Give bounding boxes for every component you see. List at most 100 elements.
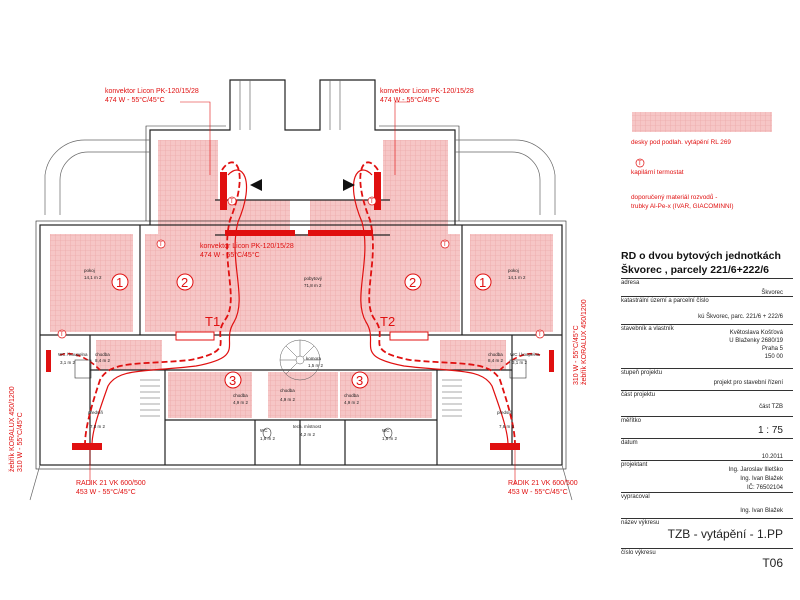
room-pokoj-right-area: 14,1 m 2 <box>508 275 526 280</box>
stair-right <box>442 379 462 417</box>
stupen-label: stupeň projektu <box>621 370 663 376</box>
thermostat-t: T <box>443 242 447 248</box>
stair-left <box>140 379 160 417</box>
room-predsin-right-area: 7,8 m 2 <box>499 424 515 429</box>
leader-lines <box>89 101 516 485</box>
room-pokoj-right: pokoj <box>508 268 519 273</box>
circuit-1-right-icon <box>474 273 492 291</box>
room-chodba-3-left: chodba <box>233 393 248 398</box>
room-predsin-left-area: 7,8 m 2 <box>90 424 106 429</box>
room-chodba-3-right: chodba <box>344 393 359 398</box>
zone-center <box>273 234 355 332</box>
datum-value: 10.2011 <box>761 454 783 460</box>
room-komora-area: 1,5 m 2 <box>308 363 324 368</box>
spec-radiator-bottom-right: 453 W - 55°C/45°C <box>508 488 568 496</box>
bath-right-icon <box>509 359 527 379</box>
label-ladder-left: žebřík KORALUX 450/1200 <box>9 386 16 472</box>
room-predsin-right: předsíň <box>497 410 513 415</box>
block-t2 <box>389 331 429 341</box>
room-chodba-3-left-area: 4,9 m 2 <box>233 400 249 405</box>
bath-left-icon <box>74 359 92 379</box>
room-chodba-right: chodba <box>488 352 503 357</box>
zone-room-2-left <box>145 234 273 332</box>
nazev-value: TZB - vytápění - 1.PP <box>667 527 783 541</box>
adresa-label: adresa <box>621 280 640 286</box>
legend-floor-panels: desky pod podlah. vytápění RL 269 <box>631 139 731 146</box>
circuit-2-left-icon <box>176 273 194 291</box>
stavebnik-v2: U Blaženky 2680/19 <box>729 338 783 344</box>
stairs <box>140 339 462 417</box>
row-vypracoval: vypracoval Ing. Ivan Blažek <box>621 492 793 517</box>
room-tech-area: 4,2 m 2 <box>300 432 316 437</box>
row-katastr: katastrální území a parcelní číslo kú Šk… <box>621 296 793 320</box>
circuit-3-right-icon <box>351 371 369 389</box>
room-wc-koupelna-right-area: 3,1 m 2 <box>512 360 528 365</box>
legend-thermostat-icon <box>635 158 645 168</box>
circuit-markers: 1 2 2 1 3 3 T1 T2 <box>111 273 492 389</box>
projektant-v3: IČ: 76502104 <box>746 485 783 491</box>
circuit-2-left: 2 <box>181 275 188 290</box>
circuit-2-right: 2 <box>409 275 416 290</box>
spec-convector-center: 474 W - 55°C/45°C <box>200 251 260 259</box>
room-wc-koupelna-right: WC / koupelna <box>510 352 540 357</box>
cislo-value: T06 <box>762 556 783 570</box>
row-stupen: stupeň projektu projekt pro stavební říz… <box>621 368 793 387</box>
zone-room-3-center <box>268 372 338 418</box>
circuit-3-left-icon <box>224 371 242 389</box>
legend-thermostat-t: T <box>638 161 642 167</box>
radiator-bottom-left <box>72 443 102 450</box>
katastr-label: katastrální území a parcelní číslo <box>621 298 709 304</box>
stavebnik-v4: 150 00 <box>764 354 783 360</box>
circuit-3-right: 3 <box>356 373 363 388</box>
direction-arrows <box>250 179 355 191</box>
circuit-1-right: 1 <box>479 275 486 290</box>
room-komora: komora <box>306 356 322 361</box>
spec-ladder-left: 310 W - 55°C/45°C <box>16 412 24 472</box>
thermostat-icon <box>156 239 166 249</box>
thermostat-t: T <box>538 332 542 338</box>
sanitary-fixtures <box>74 359 527 439</box>
annotations: konvektor Licon PK-120/15/28 474 W - 55°… <box>9 88 588 496</box>
thermostat-blocks <box>175 331 429 341</box>
thermostat-icon <box>367 196 377 206</box>
label-radiator-bottom-right: RADIK 21 VK 600/500 <box>508 480 578 487</box>
label-ladder-right: žebřík KORALUX 450/1200 <box>581 299 588 385</box>
thermostat-icon <box>440 239 450 249</box>
legend: desky pod podlah. vytápění RL 269 kapilá… <box>615 102 800 232</box>
thermostat-icon <box>57 329 67 339</box>
adresa-value: Škvorec <box>761 290 783 296</box>
meritko-value: 1 : 75 <box>757 425 783 436</box>
legend-material-1: doporučený materiál rozvodů - <box>631 194 718 201</box>
room-wc-koupelna-left-area: 3,1 m 2 <box>60 360 76 365</box>
cast-label: část projektu <box>621 392 656 398</box>
ladder-right <box>549 350 554 372</box>
projektant-v1: Ing. Jaroslav Illetško <box>728 467 783 473</box>
datum-label: datum <box>621 440 638 446</box>
room-chodba-left-area: 8,4 m 2 <box>95 358 111 363</box>
stavebnik-label: stavebník a vlastník <box>621 326 674 332</box>
thermostat-markers: T T T T T T <box>57 196 545 339</box>
label-convector-top-right: konvektor Licon PK-120/15/28 <box>380 88 474 95</box>
thermostat-t: T <box>230 199 234 205</box>
thermostat-icon <box>227 196 237 206</box>
toilet-left-icon <box>262 427 272 439</box>
room-wc-right: WC <box>382 428 390 433</box>
row-cast: část projektu část TZB <box>621 390 793 413</box>
room-wc-right-area: 1,8 m 2 <box>382 436 398 441</box>
circuit-1-left-icon <box>111 273 129 291</box>
toilet-right-icon <box>383 427 393 439</box>
ladder-left <box>46 350 51 372</box>
convector-left <box>220 172 227 210</box>
label-convector-top-left: konvektor Licon PK-120/15/28 <box>105 88 199 95</box>
cislo-label: číslo výkresu <box>621 550 656 556</box>
room-pobytovy: pobytový <box>304 276 323 281</box>
katastr-value: kú Škvorec, parc. 221/6 + 222/6 <box>698 314 783 320</box>
room-wc-koupelna-left: WC / koupelna <box>58 352 88 357</box>
circuit-3-left: 3 <box>229 373 236 388</box>
circuit-1-left: 1 <box>116 275 123 290</box>
thermostat-icon <box>535 329 545 339</box>
spec-radiator-bottom-left: 453 W - 55°C/45°C <box>76 488 136 496</box>
projektant-v2: Ing. Ivan Blažek <box>740 476 783 482</box>
project-title-2: Škvorec , parcely 221/6+222/6 <box>621 264 769 276</box>
stavebnik-v3: Praha 5 <box>761 346 783 352</box>
